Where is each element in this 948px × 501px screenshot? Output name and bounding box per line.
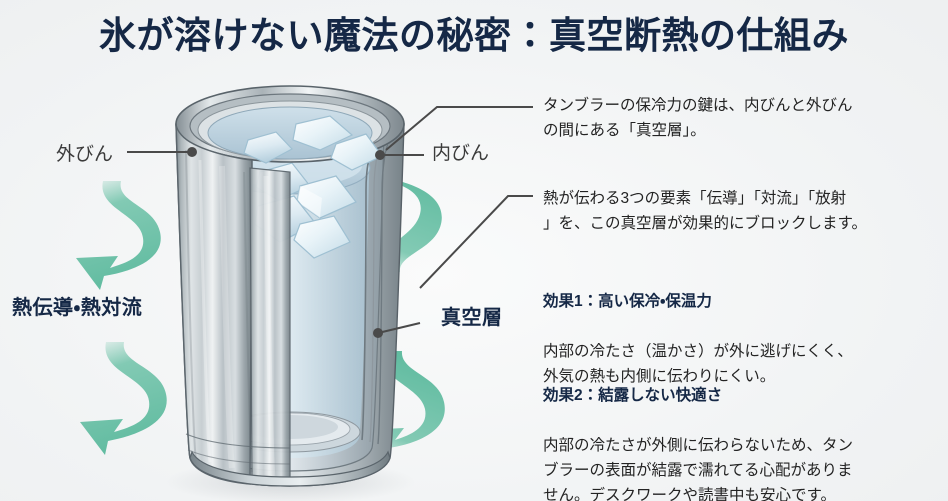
callout-text-2: 熱が伝わる3つの要素「伝導」「対流」「放射 」を、この真空層が効果的にブロックし… [543,190,867,232]
effect-2-heading: 効果2：結露しない快適さ [543,387,723,404]
leader-line-callout-2 [419,195,533,289]
effect-1-body: 内部の冷たさ（温かさ）が外に逃げにくく、 外気の熱も内側に伝わりにくい。 [543,343,853,385]
effect-block-2: 効果2：結露しない快適さ 内部の冷たさが外側に伝わらないため、タン ブラーの表面… [543,358,939,501]
effect-block-1: 効果1：高い保冷・保温力 内部の冷たさ（温かさ）が外に逃げにくく、 外気の熱も内… [543,264,935,389]
leader-line-vacuum-layer [373,322,421,338]
callout-text-1: タンブラーの保冷力の鍵は、内びんと外びん の間にある「真空層」。 [543,97,853,139]
heat-arrow-lower-left [80,342,167,455]
heat-arrow-upper-left [76,181,161,290]
label-heat-conduction-convection: 熱伝導・熱対流 [12,297,143,319]
leader-line-inner-bottle [375,150,424,160]
effect-1-heading: 効果1：高い保冷・保温力 [543,293,712,310]
effect-2-body: 内部の冷たさが外側に伝わらないため、タン ブラーの表面が結露で濡れてる心配があり… [543,437,854,501]
tumbler-graphic [175,85,405,487]
page-title: 氷が溶けない魔法の秘密：真空断熱の仕組み [99,15,849,56]
label-vacuum-layer: 真空層 [441,307,503,329]
leader-line-outer-bottle [127,147,197,157]
label-inner-bottle: 内びん [432,143,490,164]
leader-line-callout-1 [385,106,533,151]
label-outer-bottle: 外びん [56,144,114,165]
